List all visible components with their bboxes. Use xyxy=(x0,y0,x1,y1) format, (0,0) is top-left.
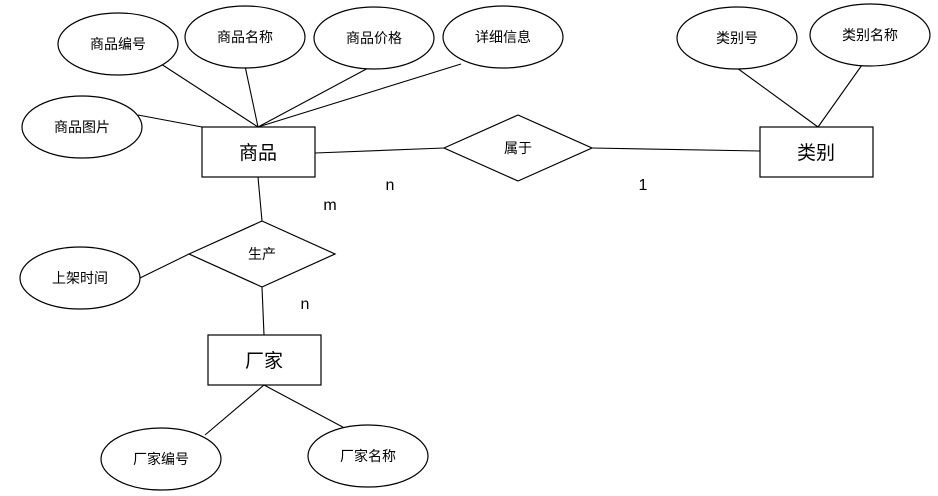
attribute-product-image: 商品图片 xyxy=(21,95,143,159)
line-product-image xyxy=(137,114,203,128)
line-product-produces xyxy=(257,176,263,222)
attribute-manufacturer-id: 厂家编号 xyxy=(100,427,222,491)
cardinality-product-belongs: n xyxy=(386,177,395,194)
entity-category: 类别 xyxy=(759,126,874,178)
cardinality-category-belongs: 1 xyxy=(639,177,648,194)
entity-manufacturer: 厂家 xyxy=(207,334,322,386)
line-category-name xyxy=(817,64,863,128)
svg-text:属于: 属于 xyxy=(504,141,532,157)
line-produces-manufacturer xyxy=(261,286,265,336)
relationship-produces: 生产 xyxy=(187,220,337,288)
svg-text:类别: 类别 xyxy=(797,142,835,164)
svg-text:商品: 商品 xyxy=(239,142,277,164)
relationship-belongs-to: 属于 xyxy=(442,114,594,182)
attribute-product-name: 商品名称 xyxy=(184,5,306,69)
svg-text:厂家编号: 厂家编号 xyxy=(133,451,189,468)
attribute-product-price: 商品价格 xyxy=(313,6,435,70)
svg-text:类别名称: 类别名称 xyxy=(842,28,898,44)
attribute-manufacturer-name: 厂家名称 xyxy=(307,424,429,488)
entity-product: 商品 xyxy=(201,126,316,178)
cardinality-manufacturer-produces: n xyxy=(301,296,310,313)
svg-text:厂家名称: 厂家名称 xyxy=(340,448,396,465)
svg-text:类别号: 类别号 xyxy=(716,31,758,47)
line-produces-listing-time xyxy=(139,253,190,279)
line-manufacturer-name xyxy=(263,384,353,433)
svg-text:上架时间: 上架时间 xyxy=(52,271,108,287)
attribute-listing-time: 上架时间 xyxy=(19,246,141,310)
line-product-id xyxy=(157,61,259,128)
line-belongs-category xyxy=(591,147,761,152)
line-product-name xyxy=(244,65,259,128)
cardinality-product-produces: m xyxy=(323,197,336,214)
svg-text:厂家: 厂家 xyxy=(245,350,283,372)
svg-text:商品图片: 商品图片 xyxy=(54,120,110,136)
line-category-id xyxy=(736,67,819,128)
line-manufacturer-id xyxy=(204,384,265,436)
svg-text:商品价格: 商品价格 xyxy=(346,31,402,47)
attribute-category-id: 类别号 xyxy=(676,6,798,70)
attribute-category-name: 类别名称 xyxy=(809,3,931,67)
line-product-price xyxy=(257,65,373,128)
attribute-product-id: 商品编号 xyxy=(57,12,179,76)
svg-text:生产: 生产 xyxy=(248,247,276,263)
attribute-product-details: 详细信息 xyxy=(442,5,564,69)
line-product-belongs xyxy=(314,147,445,154)
svg-text:详细信息: 详细信息 xyxy=(475,29,531,46)
svg-text:商品编号: 商品编号 xyxy=(90,37,146,53)
line-product-details xyxy=(257,63,462,128)
connector-lines xyxy=(137,61,863,436)
svg-text:商品名称: 商品名称 xyxy=(217,30,273,46)
